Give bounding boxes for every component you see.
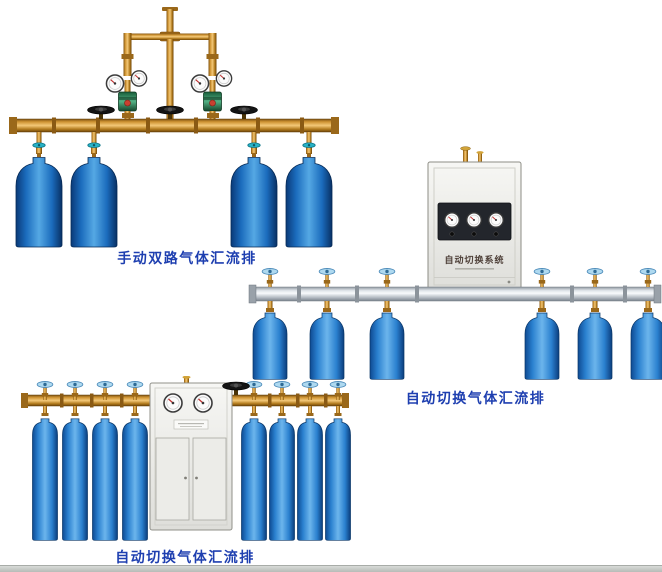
cylinder-connections (41, 406, 342, 416)
panel-knob (471, 231, 477, 237)
handwheel-valve (87, 105, 115, 119)
cabinet-lock (507, 280, 511, 284)
pressure-gauge (488, 212, 504, 228)
control-cabinet (149, 376, 233, 531)
gas-cylinder (297, 418, 323, 541)
cabinet-top-valve (182, 376, 191, 379)
gas-cylinder (577, 312, 613, 380)
valve-blue-handle (639, 268, 657, 287)
cabinet-label: 自动切换系统 (444, 254, 504, 265)
cabinet-door-left (155, 437, 190, 521)
inlet-assembly (121, 7, 219, 121)
gas-cylinder (70, 157, 118, 248)
manual-dual-manifold-illustration (9, 7, 339, 248)
panel-knob (449, 231, 455, 237)
gas-cylinder (15, 157, 63, 248)
manifold-pipe (248, 284, 662, 304)
pressure-gauge (444, 212, 460, 228)
product-caption-manual-dual: 手动双路气体汇流排 (117, 250, 257, 266)
gas-cylinder (62, 418, 88, 541)
handwheel-valve (156, 105, 184, 119)
door-handle (184, 476, 187, 480)
cylinder-valve-teal (87, 142, 101, 154)
auto-switch-manifold-illustration: 自动切换系统 (248, 146, 662, 380)
control-cabinet: 自动切换系统 (427, 146, 522, 292)
valve-blue-handle (378, 268, 396, 287)
gas-cylinder (269, 418, 295, 541)
door-handle (195, 476, 198, 480)
valve-blue-handle (533, 268, 551, 287)
cabinet-top-valve (476, 151, 484, 154)
cabinet-top-valve (460, 146, 471, 151)
gas-cylinder (32, 418, 58, 541)
pipe-union (207, 113, 219, 118)
gas-cylinder (122, 418, 148, 541)
cylinder-connections (32, 132, 316, 157)
gas-cylinder (92, 418, 118, 541)
product-caption-auto-right: 自动切换气体汇流排 (405, 390, 546, 406)
gas-cylinder (369, 312, 405, 380)
cabinet-nameplate (173, 419, 209, 430)
handwheel-valve (230, 105, 258, 119)
pressure-gauge (193, 393, 213, 413)
bottom-edge-strip (0, 565, 662, 572)
gas-cylinder (325, 418, 351, 541)
pressure-gauge (466, 212, 482, 228)
pressure-gauge (163, 393, 183, 413)
gas-cylinder (252, 312, 288, 380)
gas-cylinder (241, 418, 267, 541)
cylinder-connections (266, 301, 652, 312)
cylinder-valve-teal (32, 142, 46, 154)
gas-cylinder (524, 312, 560, 380)
valve-blue-handle (318, 268, 336, 287)
valve-blue-handle (261, 268, 279, 287)
cabinet-door-right (192, 437, 227, 521)
auto-switch-manifold-cabinet-illustration (21, 376, 351, 541)
panel-knob (493, 231, 499, 237)
manifold-pipe (9, 117, 339, 134)
gas-cylinder (630, 312, 662, 380)
product-caption-auto-bottom: 自动切换气体汇流排 (115, 549, 255, 565)
pressure-regulator (191, 71, 231, 120)
gas-cylinder (309, 312, 345, 380)
valve-blue-handle (586, 268, 604, 287)
pipe-union (122, 113, 134, 118)
pressure-regulator (106, 71, 146, 120)
